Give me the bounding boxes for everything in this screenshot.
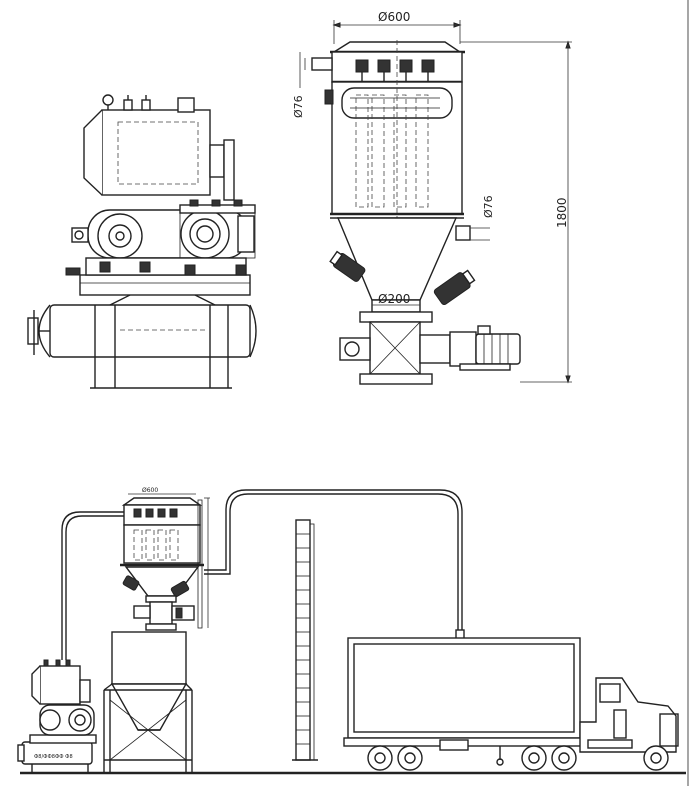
motor-pulley [97, 213, 143, 259]
truck-wheel [397, 745, 423, 771]
pulse-valve-1 [355, 59, 369, 73]
dim-overall-height: 1800 [555, 197, 569, 228]
level-sensor [324, 89, 334, 105]
installation-overview: Ф8/ФФ8ФФ Ф8 Ø600 [17, 487, 686, 775]
blower-rotor [180, 209, 230, 259]
vibrator-left [329, 250, 366, 282]
silencer-tank [49, 304, 251, 358]
filter-receiver-elevation: Ø600 Ø76 [292, 10, 572, 385]
drive-gearbox [449, 331, 477, 367]
vacuum-hose [61, 511, 128, 660]
dim-filter-diameter: Ø600 [378, 10, 410, 24]
vibrator-right [433, 269, 476, 306]
conveying-pipe [204, 489, 463, 680]
dim-outlet-diameter: Ø76 [482, 195, 495, 218]
overview-machine-label: Ф8/ФФ8ФФ Ф8 [34, 754, 73, 760]
truck-trailer [347, 637, 581, 739]
pressure-gauge [102, 94, 114, 106]
pulse-valve-4 [421, 59, 435, 73]
pulse-valve-2 [377, 59, 391, 73]
truck-cab [579, 677, 677, 753]
dim-inlet-diameter: Ø76 [292, 95, 305, 118]
overview-silencer [21, 741, 93, 765]
truck-wheel [367, 745, 393, 771]
blower-unit-elevation [27, 94, 257, 389]
filter-bag [393, 94, 407, 208]
drive-motor [475, 333, 521, 365]
vacuum-outlet [311, 57, 333, 71]
dim-discharge-diameter: Ø200 [378, 292, 410, 306]
truck-wheel [643, 745, 669, 771]
truck-wheel [551, 745, 577, 771]
pulse-valve-3 [399, 59, 413, 73]
filter-bag [371, 94, 385, 208]
overview-dim-filter: Ø600 [142, 487, 158, 494]
overview-truck [343, 637, 679, 771]
overview-silo [111, 631, 187, 685]
filter-bag [355, 94, 369, 208]
junction-box [177, 97, 195, 113]
filter-bag [415, 94, 429, 208]
base-frame [79, 274, 251, 296]
truck-wheel [521, 745, 547, 771]
inlet-flange [27, 317, 39, 345]
material-inlet [455, 225, 471, 241]
support-column [295, 519, 311, 761]
